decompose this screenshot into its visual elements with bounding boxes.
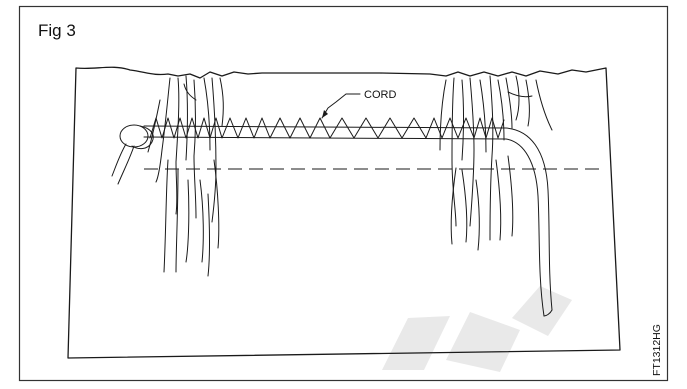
- watermark: [382, 286, 572, 372]
- gathers-left: [147, 75, 224, 277]
- cord-callout-label: CORD: [364, 89, 396, 101]
- cord-callout: [321, 93, 361, 119]
- figure-label: Fig 3: [38, 21, 76, 40]
- cord-tail: [505, 127, 553, 317]
- gathers-right: [439, 75, 553, 251]
- figure-frame: [18, 5, 669, 382]
- fabric-outline: [67, 66, 621, 359]
- zigzag-stitch: [149, 117, 505, 139]
- figure-code: FT1312HG: [651, 324, 663, 376]
- cord-knot: [111, 124, 154, 185]
